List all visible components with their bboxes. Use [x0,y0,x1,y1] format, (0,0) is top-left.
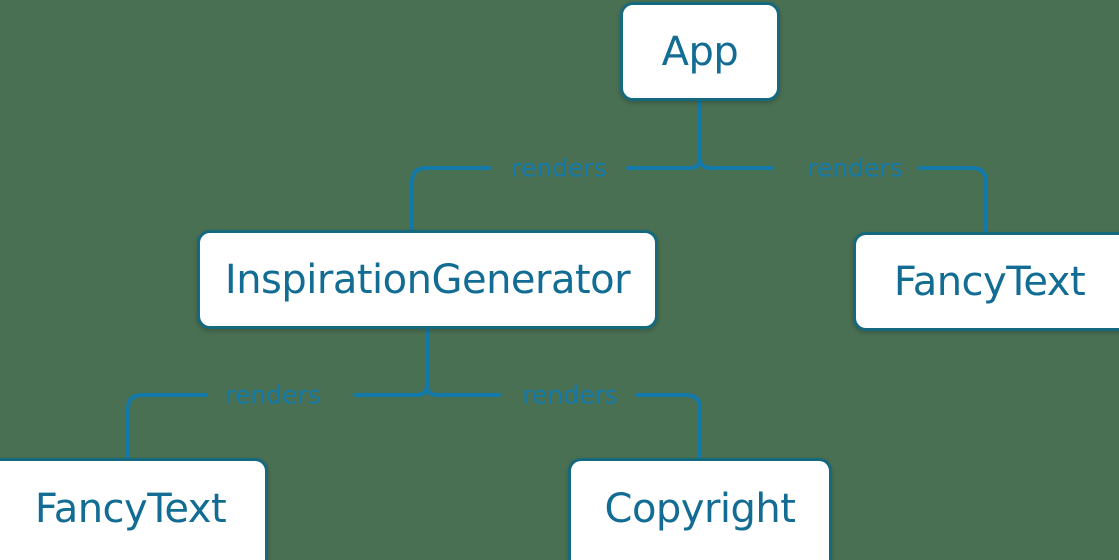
node-fancytext-bottom[interactable]: FancyText [0,458,268,560]
node-fancytext-right-label: FancyText [893,258,1086,305]
edge-label-inspiration-to-fancytext: renders [225,380,321,410]
node-copyright[interactable]: Copyright [568,458,832,560]
node-fancytext-right[interactable]: FancyText [853,232,1119,331]
node-app[interactable]: App [620,2,780,101]
node-fancytext-bottom-label: FancyText [34,485,227,532]
edge-app-to-inspiration-arm-outer [410,166,492,232]
node-inspiration-generator-label: InspirationGenerator [224,256,631,303]
edge-label-app-to-fancytext: renders [807,153,903,183]
node-inspiration-generator[interactable]: InspirationGenerator [197,230,658,329]
node-app-label: App [661,28,739,75]
edge-inspiration-to-copyright-arm-outer [635,393,702,460]
edge-app-to-inspiration-arm-inner [626,156,702,170]
edge-label-inspiration-to-copyright: renders [522,380,618,410]
edge-inspiration-to-copyright-arm-inner [425,383,501,397]
edge-inspiration-to-fancytext-arm-outer [126,393,208,460]
edge-inspiration-to-fancytext-arm-inner [353,383,429,397]
node-copyright-label: Copyright [604,485,796,532]
edge-app-to-fancytext-arm-inner [698,156,774,170]
edge-app-to-fancytext-arm-outer [918,166,988,234]
edge-label-app-to-inspiration: renders [511,153,607,183]
